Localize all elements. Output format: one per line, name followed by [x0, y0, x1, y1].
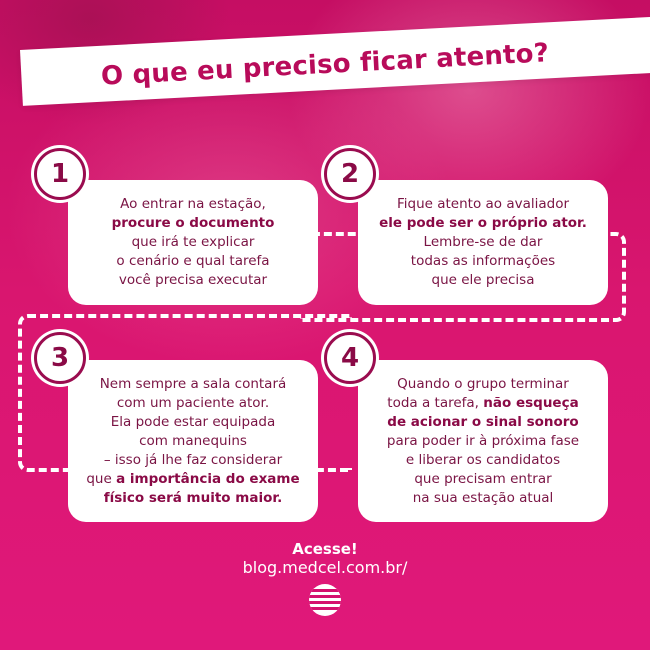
step-1-text: Ao entrar na estação, procure o documento… [78, 195, 308, 290]
medcel-globe-logo-icon [309, 584, 341, 616]
step-2-text: Fique atento ao avaliador ele pode ser o … [368, 195, 598, 290]
step-2-line: todas as informações [410, 253, 556, 269]
step-4-text: Quando o grupo terminar toda a tarefa, nã… [366, 375, 600, 508]
step-card-3: Nem sempre a sala contará com um paciente… [68, 360, 318, 522]
step-2-line: Fique atento ao avaliador [396, 196, 570, 212]
step-1-line: Ao entrar na estação, [120, 196, 266, 212]
step-3-line: físico será muito maior. [103, 489, 283, 506]
step-3-line: Ela pode estar equipada [110, 413, 276, 430]
step-3-text: Nem sempre a sala contará com um paciente… [76, 375, 310, 508]
step-2-line: Lembre-se de dar [423, 234, 543, 250]
step-4-line: de acionar o sinal sonoro [387, 413, 579, 430]
step-1-line: o cenário e qual tarefa [116, 253, 270, 269]
step-4-line: que precisam entrar [414, 470, 552, 487]
footer-cta: Acesse! [292, 540, 358, 558]
step-1-number-badge: 1 [34, 148, 86, 200]
step-1-line: você precisa executar [118, 272, 268, 288]
step-3-line: – isso já lhe faz considerar [103, 451, 283, 468]
step-card-1: Ao entrar na estação, procure o documento… [68, 180, 318, 305]
step-1-line: que irá te explicar [131, 234, 255, 250]
step-4-line: para poder ir à próxima fase [386, 432, 580, 449]
step-4-line: na sua estação atual [412, 489, 554, 506]
step-4-line: toda a tarefa, não esqueça [387, 394, 579, 411]
footer-url-link[interactable]: blog.medcel.com.br/ [242, 558, 408, 577]
step-3-number-badge: 3 [34, 332, 86, 384]
step-4-line: Quando o grupo terminar [397, 375, 569, 392]
step-card-4: Quando o grupo terminar toda a tarefa, nã… [358, 360, 608, 522]
step-2-line: ele pode ser o próprio ator. [379, 215, 587, 231]
step-3-line: que a importância do exame [86, 470, 300, 487]
step-card-2: Fique atento ao avaliador ele pode ser o … [358, 180, 608, 305]
step-3-line: com manequins [139, 432, 247, 449]
step-2-number-badge: 2 [324, 148, 376, 200]
step-3-line: com um paciente ator. [116, 394, 270, 411]
step-1-line: procure o documento [111, 215, 275, 231]
step-4-number-badge: 4 [324, 332, 376, 384]
step-4-line: e liberar os candidatos [405, 451, 561, 468]
step-3-line: Nem sempre a sala contará [99, 375, 287, 392]
step-2-line: que ele precisa [431, 272, 535, 288]
